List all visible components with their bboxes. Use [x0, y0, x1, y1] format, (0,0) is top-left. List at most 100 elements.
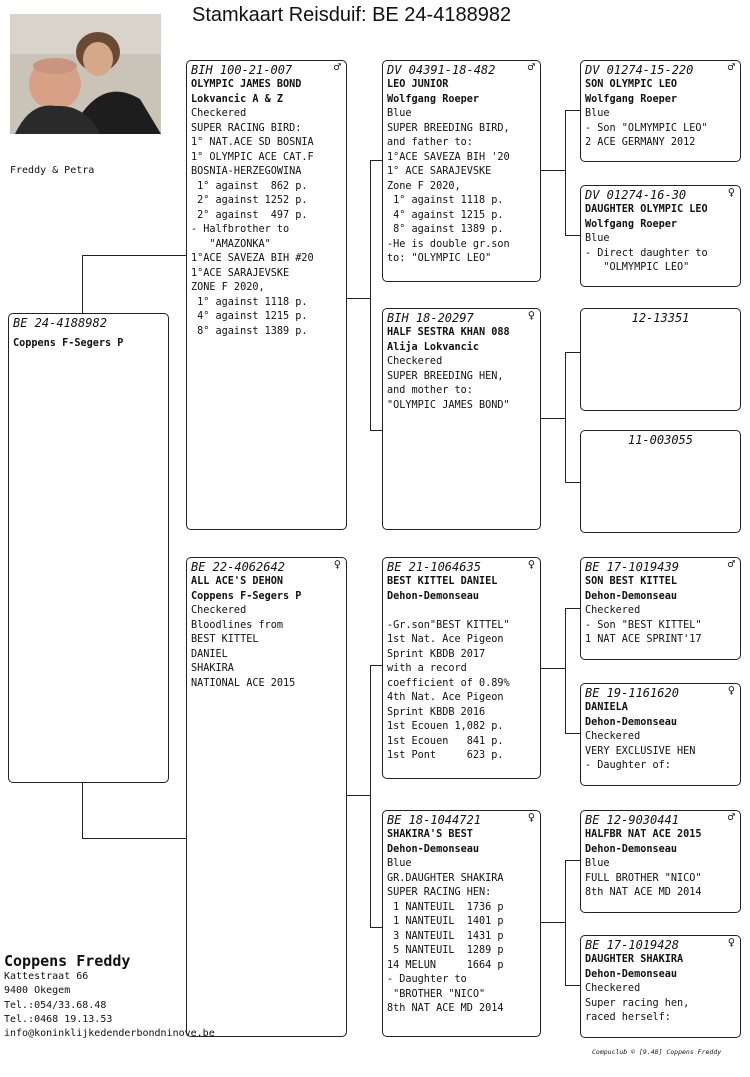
note-line: raced herself: [585, 1012, 671, 1023]
note-line: Checkered [387, 356, 443, 367]
note-line: "OLMYMPIC LEO" [585, 262, 690, 273]
note-line: Blue [585, 233, 610, 244]
note-line: 1° ACE SARAJEVSKE [387, 166, 492, 177]
owner-name: Wolfgang Roeper [585, 218, 678, 230]
great-grandparent-card-4[interactable]: 11-003055 [580, 430, 741, 533]
note-line: "OLYMPIC JAMES BOND" [387, 399, 510, 411]
ring-number: BE 12-9030441♂ [585, 810, 735, 827]
grandsire-sire-card[interactable]: DV 04391-18-482♂ LEO JUNIOR Wolfgang Roe… [382, 60, 541, 282]
note-line: 1° against 1118 p. [387, 195, 504, 206]
note-line: "BROTHER "NICO" [387, 988, 486, 1000]
great-grandparent-card-3[interactable]: 12-13351 [580, 308, 741, 411]
owner-name: Wolfgang Roeper [585, 93, 678, 105]
female-icon: ♀ [527, 810, 535, 824]
connector [370, 160, 371, 430]
note-line: - Daughter of: [585, 760, 671, 771]
grandsire-dam-card[interactable]: BE 21-1064635♀ BEST KITTEL DANIEL Dehon-… [382, 557, 541, 779]
note-line: 4° against 1215 p. [191, 311, 308, 322]
note-line: - Son "OLMYMPIC LEO" [585, 122, 708, 134]
note-line: 8th NAT ACE MD 2014 [387, 1003, 504, 1014]
pigeon-name: SHAKIRA'S BEST [387, 829, 473, 840]
note-line: 3 NANTEUIL 1431 p [387, 930, 504, 942]
female-icon: ♀ [333, 557, 341, 571]
note-line: -He is double gr.son [387, 238, 510, 250]
note-line: Blue [585, 858, 610, 869]
connector [82, 255, 186, 256]
dam-card[interactable]: BE 22-4062642♀ ALL ACE'S DEHON Coppens F… [186, 557, 347, 1037]
connector [565, 482, 580, 483]
note-line: Zone F 2020, [387, 180, 461, 192]
great-grandparent-card-8[interactable]: BE 17-1019428♀ DAUGHTER SHAKIRA Dehon-De… [580, 935, 741, 1038]
owner-name: Dehon-Demonseau [387, 843, 480, 855]
footer-credit: Compuclub © [9.48] Coppens Freddy [592, 1048, 722, 1056]
sire-card[interactable]: BIH 100-21-007♂ OLYMPIC JAMES BOND Lokva… [186, 60, 347, 530]
ring-number: BE 21-1064635♀ [387, 557, 535, 574]
note-line: Checkered [191, 108, 247, 119]
note-line: 2° against 1252 p. [191, 195, 308, 206]
note-line: DANIEL [191, 648, 228, 660]
great-grandparent-card-7[interactable]: BE 12-9030441♂ HALFBR NAT ACE 2015 Dehon… [580, 810, 741, 913]
connector [541, 170, 565, 171]
connector [370, 665, 371, 927]
male-icon: ♂ [727, 557, 735, 571]
note-line: GR.DAUGHTER SHAKIRA [387, 872, 504, 884]
note-line: Blue [387, 108, 412, 119]
connector [82, 782, 83, 838]
note-line: 8th NAT ACE MD 2014 [585, 887, 702, 898]
breeder-email[interactable]: info@koninklijkedenderbondninove.be [4, 1028, 215, 1040]
ring-number: DV 04391-18-482♂ [387, 60, 535, 77]
connector [370, 160, 382, 161]
note-line: 1° against 862 p. [191, 180, 308, 192]
great-grandparent-card-5[interactable]: BE 17-1019439♂ SON BEST KITTEL Dehon-Dem… [580, 557, 741, 660]
note-line: ZONE F 2020, [191, 282, 265, 293]
connector [541, 418, 565, 419]
granddam-dam-card[interactable]: BE 18-1044721♀ SHAKIRA'S BEST Dehon-Demo… [382, 810, 541, 1037]
breeder-phone-2: Tel.:0468 19.13.53 [4, 1013, 113, 1025]
owner-name: Lokvancic A & Z [191, 93, 284, 105]
female-icon: ♀ [527, 557, 535, 571]
ring-number: BE 17-1019428♀ [585, 935, 735, 952]
subject-card[interactable]: BE 24-4188982 Coppens F-Segers P [8, 313, 169, 783]
great-grandparent-card-1[interactable]: DV 01274-15-220♂ SON OLYMPIC LEO Wolfgan… [580, 60, 741, 162]
note-line: - Son "BEST KITTEL" [585, 619, 702, 631]
note-line: 1° NAT.ACE SD BOSNIA [191, 137, 314, 148]
note-line: SUPER RACING BIRD: [191, 122, 302, 134]
note-line: Blue [387, 858, 412, 869]
granddam-sire-card[interactable]: BIH 18-20297♀ HALF SESTRA KHAN 088 Alija… [382, 308, 541, 530]
note-line: 1°ACE SARAJEVSKE [191, 267, 290, 279]
note-line: with a record [387, 663, 467, 674]
note-line: 4th Nat. Ace Pigeon [387, 692, 504, 703]
pigeon-name: HALF SESTRA KHAN 088 [387, 327, 510, 338]
connector [565, 985, 580, 986]
connector [370, 665, 382, 666]
note-line: 1°ACE SAVEZA BIH #20 [191, 253, 314, 264]
ring-number: BE 19-1161620♀ [585, 683, 735, 700]
pigeon-name: DAUGHTER OLYMPIC LEO [585, 204, 708, 215]
ring-number: BE 22-4062642♀ [191, 557, 341, 574]
breeder-street: Kattestraat 66 [4, 971, 89, 982]
connector [370, 927, 382, 928]
great-grandparent-card-6[interactable]: BE 19-1161620♀ DANIELA Dehon-Demonseau C… [580, 683, 741, 786]
connector [565, 860, 580, 861]
note-line: and mother to: [387, 385, 473, 396]
female-icon: ♀ [727, 683, 735, 697]
note-line: 5 NANTEUIL 1289 p [387, 945, 504, 956]
note-line: Blue [585, 108, 610, 119]
note-line: Sprint KBDB 2017 [387, 648, 486, 660]
note-line: 1st Pont 623 p. [387, 750, 504, 761]
connector [565, 110, 566, 235]
great-grandparent-card-2[interactable]: DV 01274-16-30♀ DAUGHTER OLYMPIC LEO Wol… [580, 185, 741, 287]
breeder-info: Coppens Freddy Kattestraat 66 9400 Okege… [4, 952, 215, 1041]
connector [346, 795, 370, 796]
note-line: Checkered [191, 605, 247, 616]
ring-number: BE 18-1044721♀ [387, 810, 535, 827]
photo-caption: Freddy & Petra [10, 165, 95, 176]
pigeon-name: HALFBR NAT ACE 2015 [585, 829, 702, 840]
connector [565, 608, 580, 609]
owner-name: Coppens F-Segers P [13, 338, 124, 349]
note-line: - Direct daughter to [585, 247, 708, 259]
pigeon-name: SON BEST KITTEL [585, 576, 678, 587]
note-line: -Gr.son"BEST KITTEL" [387, 619, 510, 631]
male-icon: ♂ [333, 60, 341, 74]
